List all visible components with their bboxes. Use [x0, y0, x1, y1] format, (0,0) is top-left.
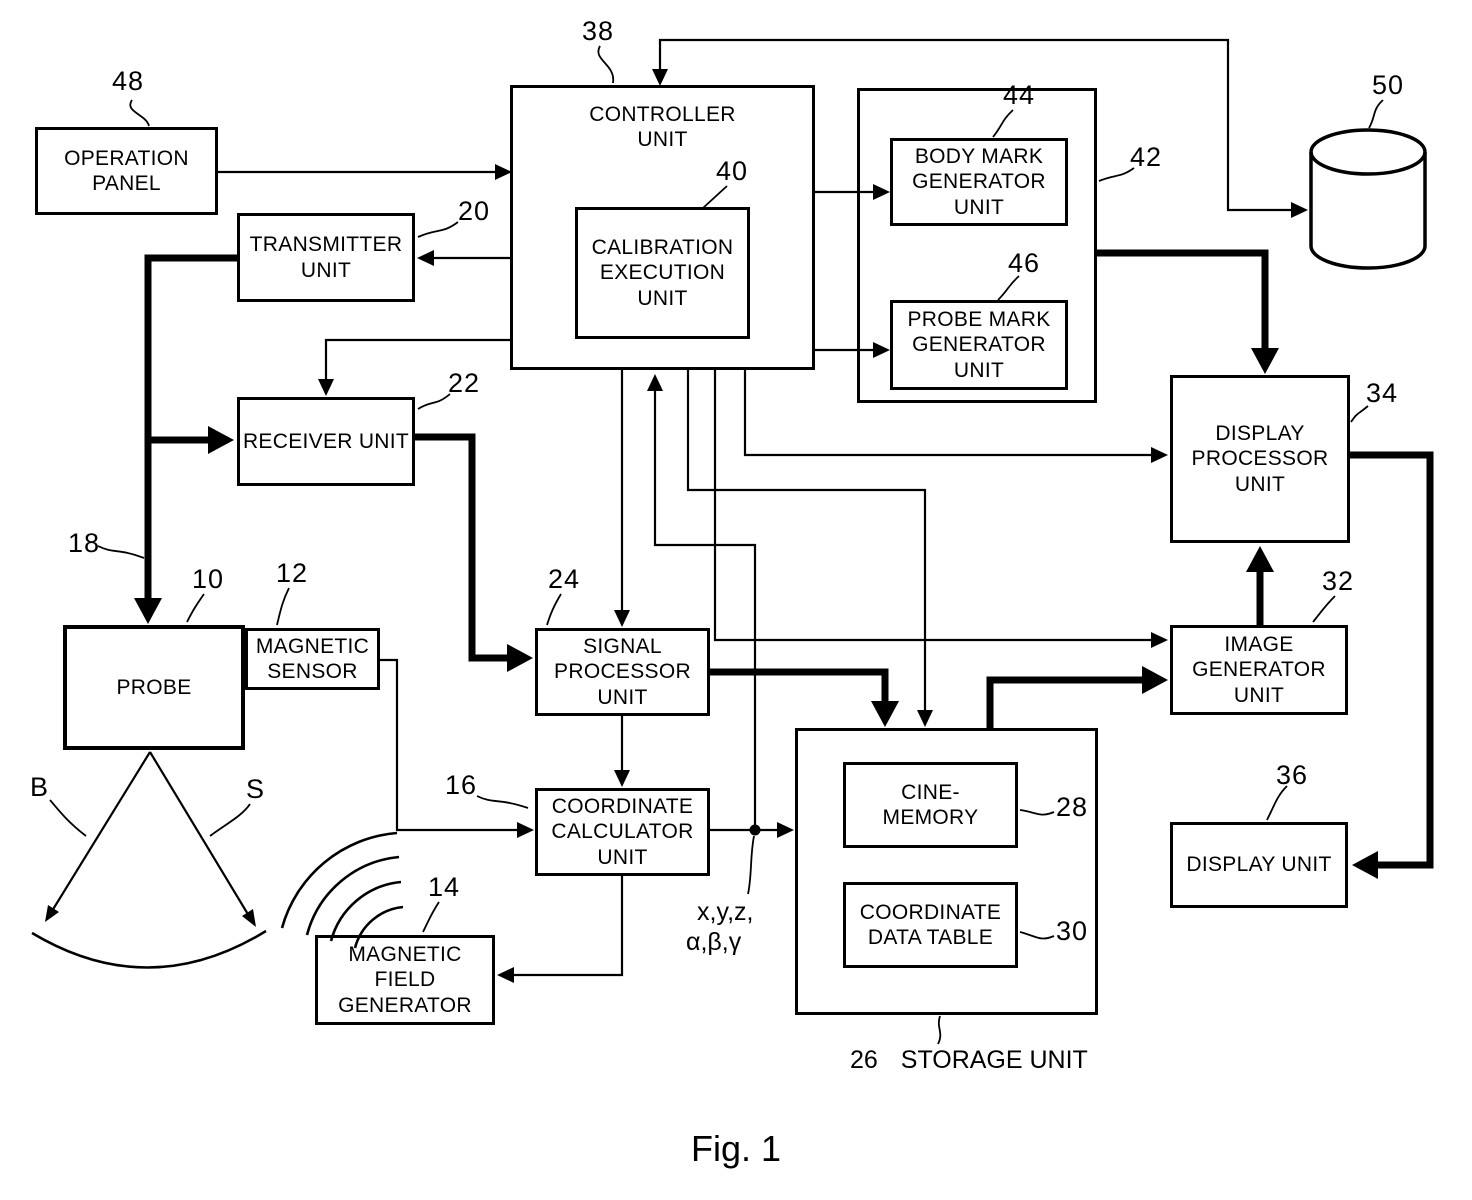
storage-unit-box [795, 728, 1098, 1015]
coordinate-data-table-box: COORDINATE DATA TABLE [843, 882, 1018, 968]
ref-cable: 18 [68, 528, 101, 558]
controller-unit-box: CONTROLLER UNIT [510, 85, 815, 370]
magnetic-sensor-box: MAGNETIC SENSOR [245, 628, 380, 690]
coordinate-data-table-label: COORDINATE DATA TABLE [859, 900, 1002, 949]
thick-arrowheads [134, 348, 1378, 879]
calibration-execution-unit-label: CALIBRATION EXECUTION UNIT [591, 236, 734, 310]
probe-label: PROBE [116, 675, 192, 699]
signal-processor-unit-box: SIGNAL PROCESSOR UNIT [535, 628, 710, 716]
ref-coordinate-data-table: 30 [1056, 916, 1089, 946]
operation-panel-label: OPERATION PANEL [64, 146, 189, 195]
body-mark-generator-unit-box: BODY MARK GENERATOR UNIT [890, 138, 1068, 226]
ref-image-generator: 32 [1322, 566, 1355, 596]
thick-connectors [144, 249, 1434, 869]
coords-label-line2: α,β,γ [686, 928, 742, 956]
display-unit-label: DISPLAY UNIT [1186, 853, 1332, 877]
display-processor-unit-box: DISPLAY PROCESSOR UNIT [1170, 375, 1350, 543]
receiver-unit-box: RECEIVER UNIT [237, 397, 415, 486]
ref-memory-cylinder: 50 [1372, 70, 1405, 100]
receiver-unit-label: RECEIVER UNIT [242, 429, 410, 453]
operation-panel-box: OPERATION PANEL [35, 127, 218, 215]
image-generator-unit-label: IMAGE GENERATOR UNIT [1192, 633, 1326, 707]
ref-probe: 10 [192, 564, 225, 594]
probe-mark-generator-unit-label: PROBE MARK GENERATOR UNIT [907, 308, 1051, 382]
ref-storage: 26 [850, 1046, 878, 1074]
body-mark-generator-unit-label: BODY MARK GENERATOR UNIT [912, 145, 1046, 219]
ref-display-processor: 34 [1366, 378, 1399, 408]
cine-memory-box: CINE-MEMORY [843, 762, 1018, 848]
calibration-execution-unit-box: CALIBRATION EXECUTION UNIT [575, 207, 750, 339]
ref-signal-processor: 24 [548, 564, 581, 594]
ref-calibration: 40 [716, 156, 749, 186]
junction-dot [749, 824, 761, 836]
beam-label-s: S [246, 774, 265, 804]
magnetic-field-waves-icon [280, 831, 404, 949]
ref-cine-memory: 28 [1056, 792, 1089, 822]
ref-magnetic-sensor: 12 [276, 558, 309, 588]
ref-receiver: 22 [448, 368, 481, 398]
magnetic-field-generator-box: MAGNETIC FIELD GENERATOR [315, 935, 495, 1025]
coordinate-calculator-unit-label: COORDINATE CALCULATOR UNIT [551, 795, 694, 869]
magnetic-field-generator-label: MAGNETIC FIELD GENERATOR [338, 943, 472, 1017]
storage-unit-label: STORAGE UNIT [900, 1046, 1088, 1074]
ref-marks-group: 42 [1130, 142, 1163, 172]
transmitter-unit-box: TRANSMITTER UNIT [237, 213, 415, 302]
transmitter-unit-label: TRANSMITTER UNIT [249, 233, 403, 282]
ref-transmitter: 20 [458, 196, 491, 226]
coords-label-line1: x,y,z, [697, 898, 754, 926]
thin-arrowheads [318, 69, 1308, 983]
ref-controller: 38 [582, 16, 615, 46]
ref-display-unit: 36 [1276, 760, 1309, 790]
ref-body-mark: 44 [1003, 80, 1036, 110]
ref-magnetic-field-generator: 14 [428, 872, 461, 902]
display-processor-unit-label: DISPLAY PROCESSOR UNIT [1191, 422, 1329, 496]
ref-operation-panel: 48 [112, 66, 145, 96]
figure-caption: Fig. 1 [690, 1128, 782, 1169]
magnetic-sensor-label: MAGNETIC SENSOR [255, 634, 370, 683]
image-generator-unit-box: IMAGE GENERATOR UNIT [1170, 625, 1348, 715]
storage-cylinder-icon [1309, 128, 1427, 270]
probe-mark-generator-unit-box: PROBE MARK GENERATOR UNIT [890, 300, 1068, 390]
leader-lines [49, 45, 1384, 1045]
ultrasound-beam-sector-icon [31, 751, 267, 969]
display-unit-box: DISPLAY UNIT [1170, 822, 1348, 908]
mark-generators-group-box [857, 88, 1097, 403]
storage-unit-caption: 26 STORAGE UNIT [850, 1046, 1088, 1075]
beam-label-b: B [30, 772, 49, 802]
ref-probe-mark: 46 [1008, 248, 1041, 278]
thin-connectors [218, 38, 1294, 977]
cine-memory-label: CINE-MEMORY [882, 780, 979, 829]
signal-processor-unit-label: SIGNAL PROCESSOR UNIT [554, 635, 691, 709]
probe-box: PROBE [63, 625, 245, 750]
coordinate-calculator-unit-box: COORDINATE CALCULATOR UNIT [535, 788, 710, 876]
ref-coordinate-calculator: 16 [445, 770, 478, 800]
controller-unit-label: CONTROLLER UNIT [589, 103, 736, 152]
